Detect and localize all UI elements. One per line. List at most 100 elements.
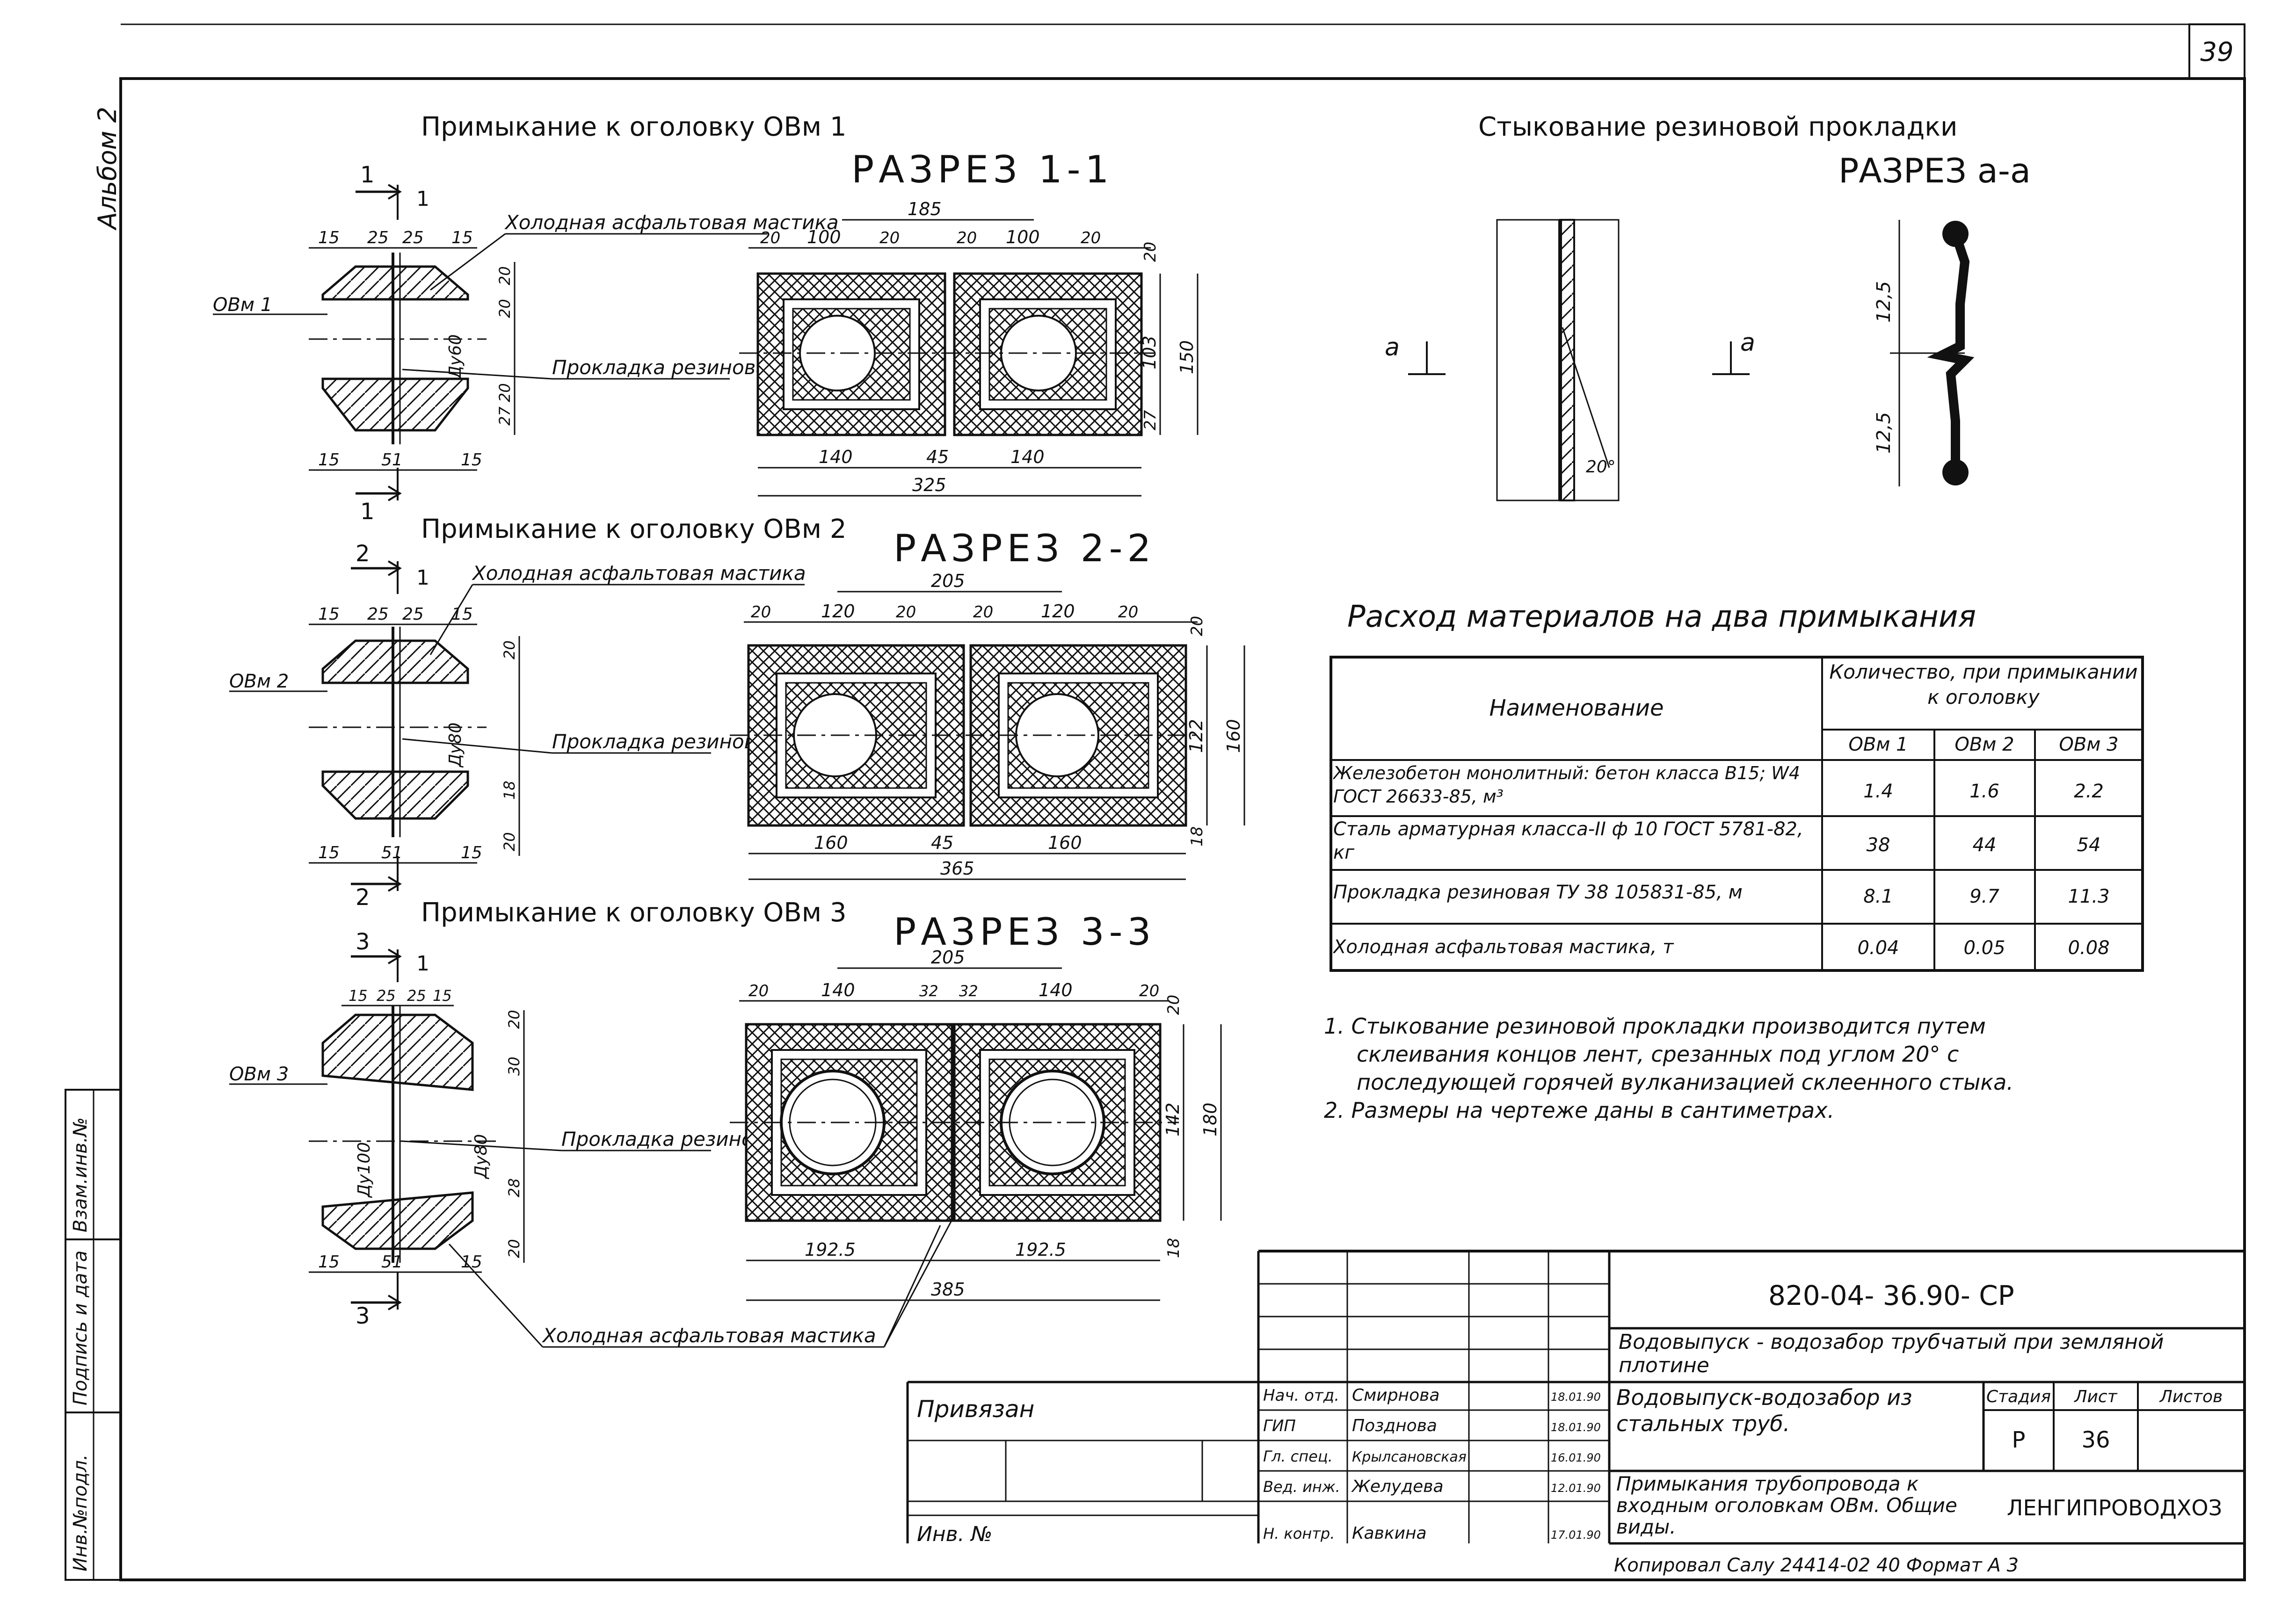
- svg-text:20: 20: [496, 266, 514, 285]
- mat-row-4-name: Холодная асфальтовая мастика, т: [1333, 936, 1674, 958]
- svg-text:25: 25: [402, 228, 424, 247]
- notes: 1. Стыкование резиновой прокладки произв…: [1324, 1013, 2013, 1123]
- svg-text:122: 122: [1186, 719, 1206, 753]
- joint-2-upper: [321, 639, 469, 684]
- svg-text:20: 20: [505, 1239, 523, 1258]
- materials-table: Расход материалов на два примыкания Наим…: [1330, 600, 2144, 972]
- section-2-title: Примыкание к оголовку ОВм 2: [421, 514, 846, 544]
- svg-text:18.01.90: 18.01.90: [1551, 1390, 1601, 1404]
- svg-text:20: 20: [496, 299, 514, 318]
- svg-text:54: 54: [2077, 834, 2101, 856]
- section-1-cut-title: РАЗРЕЗ 1-1: [851, 148, 1113, 191]
- svg-text:205: 205: [931, 947, 965, 968]
- svg-text:30: 30: [505, 1057, 523, 1076]
- title-block: 820-04- 36.90- СР Водовыпуск - водозабор…: [906, 1250, 2245, 1576]
- mat-row-2-name: Сталь арматурная класса-II ф 10 ГОСТ 578…: [1333, 818, 1803, 863]
- svg-text:18: 18: [501, 781, 518, 800]
- svg-text:11.3: 11.3: [2068, 886, 2109, 907]
- svg-text:20: 20: [501, 832, 518, 851]
- svg-text:32: 32: [919, 982, 938, 1000]
- svg-text:20: 20: [1141, 242, 1160, 262]
- svg-text:12,5: 12,5: [1873, 412, 1895, 454]
- svg-text:20: 20: [751, 603, 771, 622]
- svg-text:385: 385: [931, 1279, 965, 1300]
- svg-text:0.05: 0.05: [1963, 937, 2005, 959]
- svg-text:25: 25: [367, 228, 389, 247]
- svg-text:ОВм 1: ОВм 1: [1848, 734, 1908, 755]
- gasket-joint: Стыкование резиновой прокладки РАЗРЕЗ а-…: [1385, 112, 2031, 501]
- note-line-1: 1. Стыкование резиновой прокладки произв…: [1324, 1013, 1986, 1039]
- svg-text:20: 20: [505, 1010, 523, 1029]
- svg-text:9.7: 9.7: [1969, 886, 1999, 907]
- head-label-1: ОВм 1: [213, 294, 272, 316]
- joint-2-lower: [321, 770, 469, 820]
- doc-code: 820-04- 36.90- СР: [1768, 1280, 2014, 1311]
- svg-text:140: 140: [819, 447, 853, 467]
- svg-text:20: 20: [879, 229, 900, 247]
- svg-text:8.1: 8.1: [1863, 886, 1893, 907]
- drawing-title-2: Примыкания трубопровода к входным оголов…: [1616, 1473, 1957, 1538]
- svg-text:25: 25: [377, 987, 396, 1005]
- svg-text:20: 20: [760, 229, 780, 247]
- svg-text:Гл. спец.: Гл. спец.: [1263, 1448, 1333, 1465]
- svg-text:1: 1: [416, 187, 429, 211]
- svg-text:45: 45: [926, 447, 949, 467]
- svg-text:1: 1: [416, 566, 429, 590]
- svg-text:120: 120: [821, 601, 855, 622]
- qty-header: Количество, при примыкании к оголовку: [1829, 660, 2138, 709]
- svg-text:185: 185: [908, 199, 942, 219]
- privyazan: Привязан: [917, 1396, 1034, 1423]
- gasket-label-2: Прокладка резиновая: [552, 730, 779, 753]
- svg-text:1: 1: [416, 952, 429, 976]
- organization: ЛЕНГИПРОВОДХОЗ: [2007, 1495, 2222, 1520]
- svg-text:38: 38: [1867, 834, 1890, 856]
- svg-text:140: 140: [1010, 447, 1045, 467]
- svg-text:15: 15: [318, 228, 340, 247]
- svg-text:100: 100: [807, 227, 841, 247]
- margin-vzam: Взам.инв.№: [70, 1117, 91, 1232]
- project-title: Водовыпуск - водозабор трубчатый при зем…: [1619, 1331, 2164, 1377]
- margin-inv-podl: Инв.№подл.: [70, 1454, 91, 1571]
- gasket-strip: [1559, 219, 1575, 501]
- svg-text:142: 142: [1163, 1102, 1183, 1136]
- svg-text:20: 20: [1188, 616, 1206, 636]
- drawing-title-1: Водовыпуск-водозабор из стальных труб.: [1616, 1385, 1912, 1436]
- svg-text:25: 25: [402, 605, 424, 624]
- gasket-title: Стыкование резиновой прокладки: [1478, 112, 1957, 142]
- pipe-label-3b: Ду80: [472, 1134, 491, 1180]
- svg-text:140: 140: [821, 980, 855, 1000]
- svg-text:20: 20: [1164, 995, 1183, 1015]
- svg-text:20: 20: [1118, 603, 1138, 622]
- svg-text:0.08: 0.08: [2068, 937, 2109, 959]
- materials-title: Расход материалов на два примыкания: [1347, 600, 1976, 634]
- head-label-2: ОВм 2: [229, 671, 289, 692]
- svg-text:ГИП: ГИП: [1263, 1417, 1296, 1435]
- svg-text:20: 20: [496, 383, 514, 402]
- svg-text:3: 3: [356, 1303, 370, 1329]
- svg-text:2: 2: [356, 541, 370, 567]
- svg-text:Нач. отд.: Нач. отд.: [1263, 1386, 1339, 1405]
- section-2: Примыкание к оголовку ОВм 2 РАЗРЕЗ 2-2 2…: [229, 514, 1245, 911]
- svg-text:100: 100: [1006, 227, 1040, 247]
- svg-text:28: 28: [505, 1178, 523, 1197]
- mat-row-3-name: Прокладка резиновая ТУ 38 105831-85, м: [1333, 882, 1743, 903]
- svg-text:Желудева: Желудева: [1351, 1477, 1444, 1496]
- mat-row-1-name: Железобетон монолитный: бетон класса В15…: [1333, 763, 1800, 807]
- gasket-cut-title: РАЗРЕЗ а-а: [1838, 151, 2031, 190]
- svg-text:160: 160: [1048, 832, 1082, 853]
- svg-text:Крылсановская: Крылсановская: [1352, 1449, 1467, 1465]
- section-2-cut-title: РАЗРЕЗ 2-2: [894, 527, 1155, 570]
- svg-text:20: 20: [748, 982, 769, 1000]
- svg-text:1: 1: [360, 162, 375, 188]
- svg-text:1.4: 1.4: [1863, 781, 1893, 802]
- svg-text:36: 36: [2081, 1427, 2110, 1453]
- joint-1-lower: [321, 377, 469, 432]
- mastic-label-1: Холодная асфальтовая мастика: [504, 211, 839, 234]
- svg-text:2: 2: [356, 884, 370, 911]
- svg-text:ОВм 3: ОВм 3: [2059, 734, 2118, 755]
- svg-text:180: 180: [1200, 1102, 1221, 1136]
- svg-text:15: 15: [318, 450, 340, 470]
- svg-text:16.01.90: 16.01.90: [1551, 1451, 1601, 1464]
- svg-text:25: 25: [407, 987, 426, 1005]
